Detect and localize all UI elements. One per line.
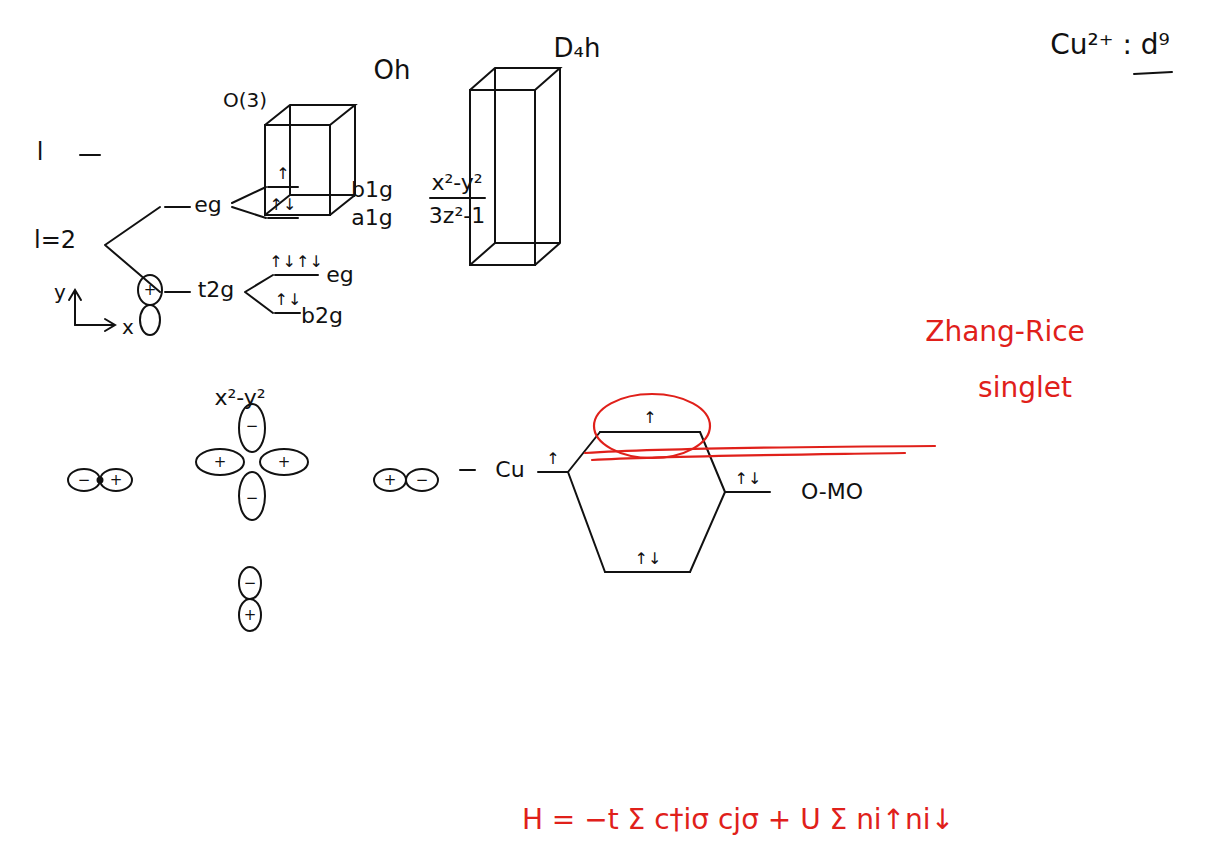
red-marks (585, 394, 935, 460)
note-title: singlet (978, 373, 1072, 404)
phase-sign: + (214, 454, 227, 471)
split-line (245, 275, 273, 313)
orbital-lobe (239, 472, 265, 520)
orbital-lobe (406, 469, 438, 491)
strike-line (592, 453, 905, 460)
cube-edge (265, 105, 355, 215)
axis-label: y (54, 281, 66, 303)
split-line (232, 187, 266, 218)
level-label: b1g (351, 178, 393, 202)
orbital-lobe (196, 449, 244, 475)
level-line (268, 217, 298, 219)
nucleus-dot (98, 478, 103, 483)
orbital-lobe (138, 275, 162, 305)
level-line (725, 491, 770, 493)
spin-arrow: ↑ (546, 450, 559, 468)
axes (69, 290, 115, 331)
quantum-number: l (37, 139, 44, 165)
hamiltonian: H = −t Σ c†iσ cjσ + U Σ ni↑ni↓ (522, 805, 954, 836)
phase-sign: − (246, 418, 259, 435)
quantum-number: l=2 (34, 227, 76, 253)
level-label: b2g (301, 304, 343, 328)
mo-diagram (460, 432, 770, 572)
level-line (268, 186, 298, 188)
orbital-lobe (374, 469, 406, 491)
orbital-label: O-MO (801, 480, 863, 504)
phase-sign: − (416, 472, 429, 489)
energy-levels (80, 72, 1172, 313)
group-label: Oh (374, 56, 411, 85)
level-label: eg (194, 193, 222, 217)
level-label: t2g (198, 278, 235, 302)
orbital-lobe (239, 567, 261, 599)
level-line (600, 431, 700, 433)
spin-arrow: ↑↓ (735, 470, 762, 488)
orbital-lobe (100, 469, 132, 491)
spin-arrow: ↑ (276, 165, 289, 183)
level-line (605, 571, 690, 573)
phase-sign: + (110, 472, 123, 489)
phase-sign: − (78, 472, 91, 489)
orbital-label: x²-y² (431, 171, 482, 195)
phase-sign: − (244, 575, 257, 592)
spin-arrow: ↑↓ (275, 291, 302, 309)
orbital-label: 3z²-1 (429, 204, 485, 228)
phase-sign: + (244, 607, 257, 624)
note-title: Zhang-Rice (925, 317, 1085, 348)
phase-sign: + (278, 454, 291, 471)
orbital-lobe (239, 404, 265, 452)
cube-oh (265, 105, 355, 215)
spin-arrow: ↑↓ (635, 550, 662, 568)
cube-d4h (470, 68, 560, 265)
group-label: O(3) (223, 89, 267, 111)
group-label: D₄h (554, 34, 601, 63)
spin-arrow: ↑↓ (270, 196, 297, 214)
level-label: a1g (351, 206, 392, 230)
underline (1134, 72, 1172, 74)
atom-label: Cu (495, 458, 524, 482)
strike-line (585, 446, 935, 453)
level-line (275, 274, 318, 276)
orbitals (68, 275, 438, 631)
level-line (460, 469, 475, 471)
level-line (275, 312, 300, 314)
orbital-lobe (68, 469, 100, 491)
phase-sign: − (246, 490, 259, 507)
level-label: eg (326, 263, 354, 287)
cube-face (265, 125, 330, 215)
level-line (80, 154, 100, 156)
orbital-lobe (239, 599, 261, 631)
orbital-lobe (260, 449, 308, 475)
level-line (165, 206, 190, 208)
phase-sign: + (384, 472, 397, 489)
cube-edge (470, 68, 560, 265)
x-axis (75, 319, 115, 331)
level-line (165, 291, 190, 293)
split-line (105, 207, 160, 292)
orbital-lobe (140, 305, 160, 335)
spin-arrow: ↑↓↑↓ (269, 253, 323, 271)
ion-label: Cu²⁺ : d⁹ (1050, 30, 1170, 61)
level-line (538, 471, 568, 473)
spin-arrow: ↑ (643, 409, 656, 427)
underline (430, 197, 485, 199)
y-axis (69, 290, 81, 325)
orbital-label: x²-y² (214, 386, 265, 410)
phase-sign: + (144, 282, 157, 299)
axis-label: x (122, 316, 134, 338)
